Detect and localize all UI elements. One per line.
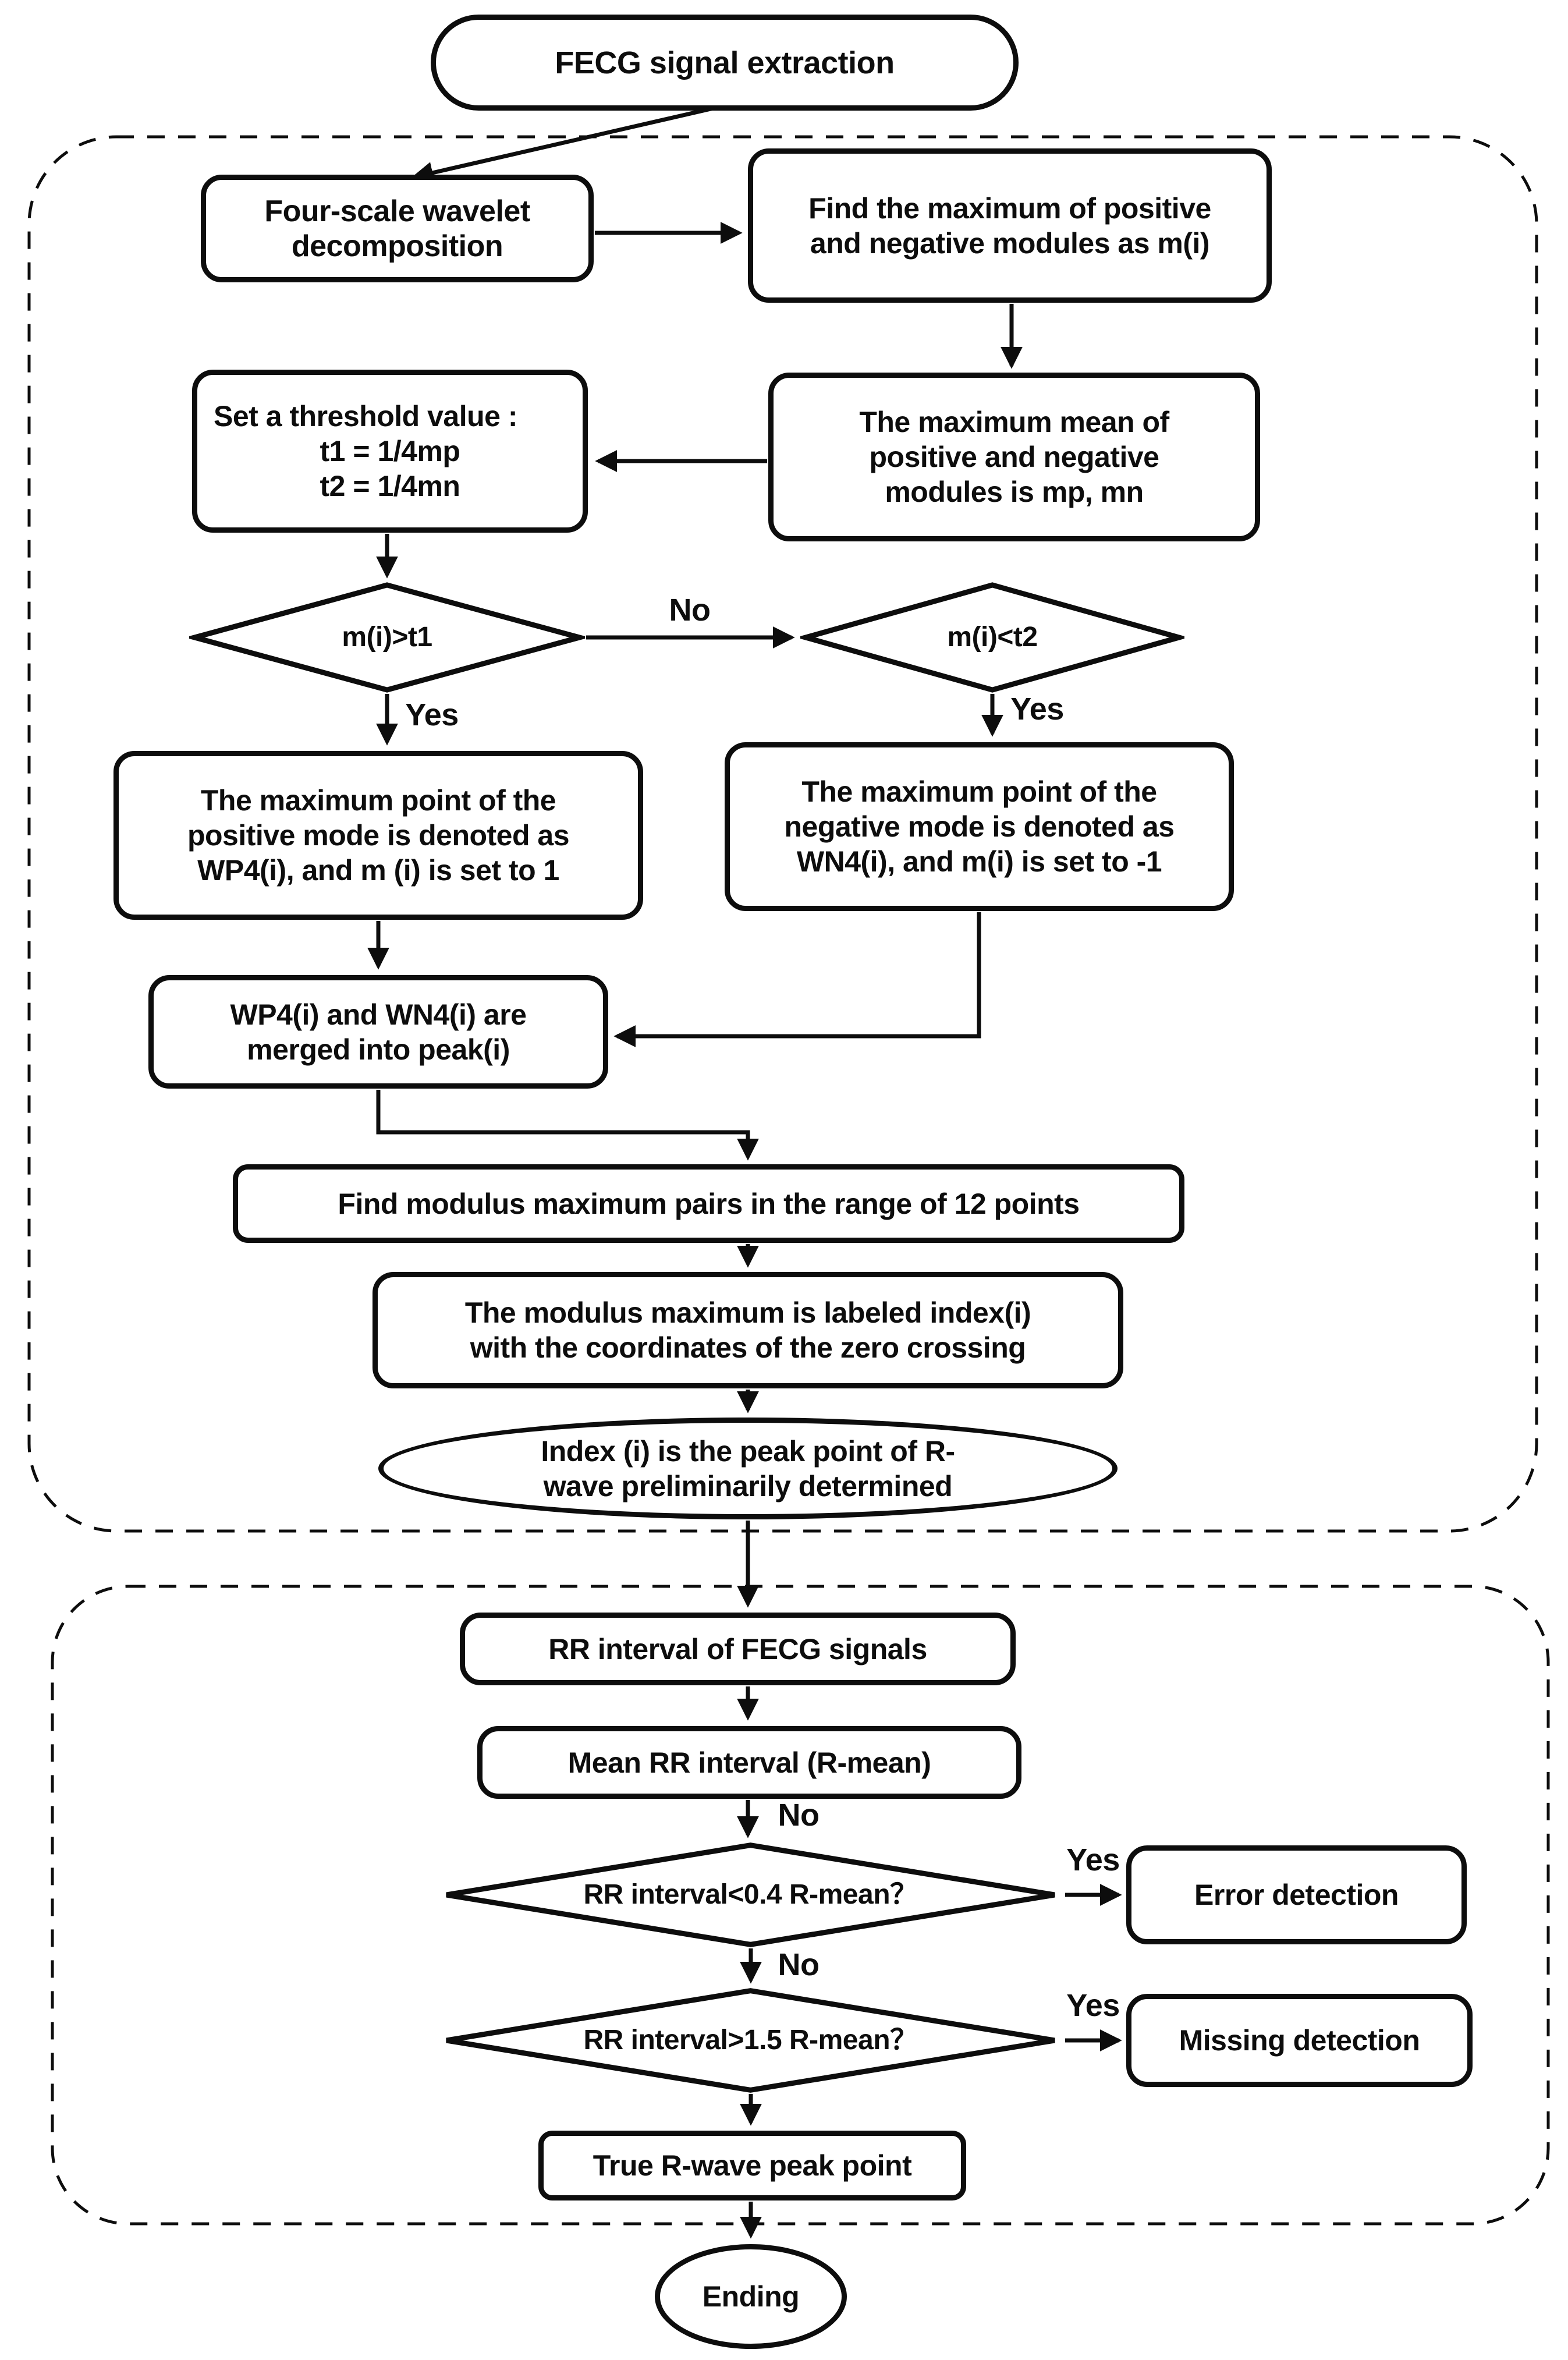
missing-detection-label: Missing detection	[1179, 2024, 1420, 2057]
rr-interval-box: RR interval of FECG signals	[460, 1613, 1016, 1685]
maximum-mean-line3: modules is mp, mn	[885, 476, 1144, 508]
true-r-wave-peak-label: True R-wave peak point	[593, 2149, 912, 2182]
set-threshold-line1: Set a threshold value :	[214, 400, 517, 433]
maximum-mean-line2: positive and negative	[869, 441, 1159, 473]
positive-mode-line3: WP4(i), and m (i) is set to 1	[197, 854, 559, 887]
modulus-maximum-index-line2: with the coordinates of the zero crossin…	[470, 1331, 1026, 1364]
negative-mode-max-box: The maximum point of the negative mode i…	[725, 742, 1234, 911]
negative-mode-line3: WN4(i), and m(i) is set to -1	[796, 845, 1162, 878]
modulus-maximum-index-box: The modulus maximum is labeled index(i) …	[373, 1272, 1123, 1388]
true-r-wave-peak-box: True R-wave peak point	[538, 2131, 966, 2200]
condition-mi-lt-t2-diamond: m(i)<t2	[800, 582, 1184, 693]
yes-label-low-condition: Yes	[1066, 1842, 1120, 1877]
condition-rr-high-label: RR interval>1.5 R-mean？	[583, 2025, 918, 2056]
four-scale-wavelet-line2: decomposition	[291, 229, 503, 263]
yes-label-positive: Yes	[405, 697, 459, 732]
ending-terminator: Ending	[655, 2244, 847, 2349]
mean-rr-interval-box: Mean RR interval (R-mean)	[477, 1726, 1021, 1799]
condition-mi-lt-t2-label: m(i)<t2	[947, 622, 1038, 653]
positive-mode-line2: positive mode is denoted as	[187, 819, 570, 852]
merge-peaks-line1: WP4(i) and WN4(i) are	[230, 998, 527, 1031]
diamond-shape	[189, 582, 585, 693]
set-threshold-line2: t1 = 1/4mp	[320, 435, 460, 467]
extraction-stage-region	[27, 135, 1538, 1533]
edge-negmax-to-merge	[613, 912, 981, 1047]
yes-label-negative: Yes	[1010, 692, 1064, 727]
index-peak-line2: wave preliminarily determined	[543, 1469, 953, 1503]
rr-interval-label: RR interval of FECG signals	[548, 1632, 927, 1666]
set-threshold-line3: t2 = 1/4mn	[320, 470, 460, 502]
error-detection-label: Error detection	[1194, 1879, 1399, 1911]
yes-label-high-condition: Yes	[1066, 1988, 1120, 2023]
condition-mi-gt-t1-label: m(i)>t1	[342, 622, 432, 653]
mean-rr-interval-label: Mean RR interval (R-mean)	[567, 1746, 931, 1779]
start-label: FECG signal extraction	[555, 45, 895, 80]
missing-detection-box: Missing detection	[1126, 1994, 1473, 2087]
set-threshold-box: Set a threshold value : t1 = 1/4mp t2 = …	[192, 370, 588, 533]
diamond-shape	[438, 1988, 1063, 2093]
ending-label: Ending	[702, 2280, 800, 2313]
condition-mi-gt-t1-diamond: m(i)>t1	[189, 582, 585, 693]
find-maximum-box: Find the maximum of positive and negativ…	[748, 148, 1272, 303]
merge-peaks-line2: merged into peak(i)	[247, 1033, 510, 1066]
diamond-shape	[800, 582, 1184, 693]
negative-mode-line1: The maximum point of the	[801, 775, 1157, 808]
no-label-before-low-condition: No	[778, 1798, 820, 1833]
start-terminator: FECG signal extraction	[431, 15, 1019, 111]
index-peak-line1: Index (i) is the peak point of R-	[541, 1434, 955, 1468]
negative-mode-line2: negative mode is denoted as	[784, 810, 1175, 843]
condition-rr-low-diamond: RR interval<0.4 R-mean？	[438, 1842, 1063, 1947]
no-label-before-high-condition: No	[778, 1947, 820, 1982]
find-maximum-line2: and negative modules as m(i)	[810, 226, 1210, 260]
no-label-between-conditions: No	[669, 593, 711, 628]
condition-rr-high-diamond: RR interval>1.5 R-mean？	[438, 1988, 1063, 2093]
modulus-maximum-index-line1: The modulus maximum is labeled index(i)	[464, 1296, 1031, 1329]
four-scale-wavelet-line1: Four-scale wavelet	[264, 194, 530, 228]
modulus-maximum-pairs-box: Find modulus maximum pairs in the range …	[233, 1164, 1184, 1243]
maximum-mean-line1: The maximum mean of	[859, 406, 1169, 438]
modulus-maximum-pairs-label: Find modulus maximum pairs in the range …	[338, 1187, 1080, 1220]
error-detection-box: Error detection	[1126, 1845, 1467, 1944]
find-maximum-line1: Find the maximum of positive	[808, 192, 1211, 225]
diamond-shape	[438, 1842, 1063, 1947]
positive-mode-line1: The maximum point of the	[200, 784, 556, 817]
positive-mode-max-box: The maximum point of the positive mode i…	[113, 751, 643, 920]
index-peak-ellipse: Index (i) is the peak point of R- wave p…	[378, 1418, 1118, 1519]
maximum-mean-box: The maximum mean of positive and negativ…	[768, 373, 1260, 541]
condition-rr-low-label: RR interval<0.4 R-mean？	[583, 1879, 918, 1910]
edge-merge-to-pairs	[376, 1090, 759, 1161]
four-scale-wavelet-box: Four-scale wavelet decomposition	[201, 175, 594, 282]
validation-stage-region	[51, 1585, 1550, 2226]
merge-peaks-box: WP4(i) and WN4(i) are merged into peak(i…	[148, 975, 608, 1089]
edge-start-to-wavelet	[411, 105, 716, 184]
